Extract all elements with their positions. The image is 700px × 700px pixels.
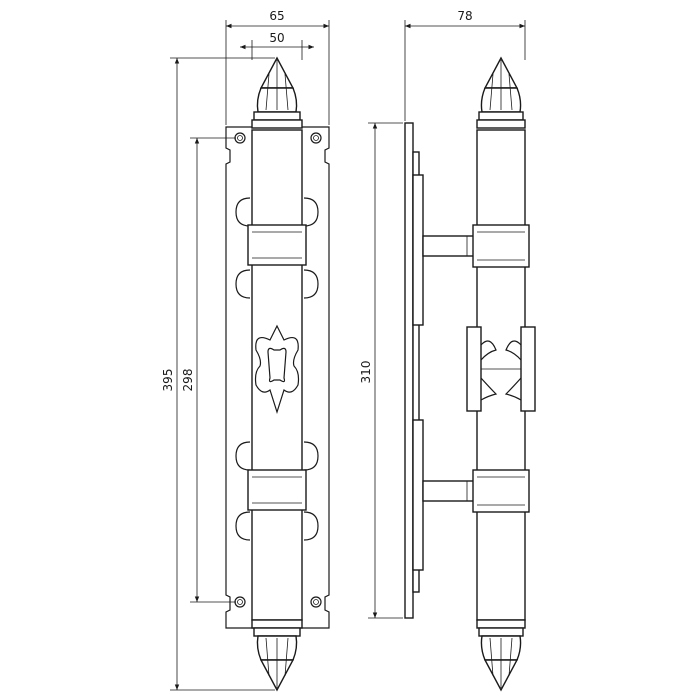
dim-50-label: 50 [269, 31, 284, 45]
front-handle-rings [247, 224, 307, 511]
side-standoffs [422, 235, 476, 502]
decorative-ovals [235, 197, 319, 541]
dim-310-label: 310 [359, 361, 373, 384]
dim-298-label: 298 [181, 369, 195, 392]
front-handle-bar [251, 129, 303, 621]
dim-395-label: 395 [161, 369, 175, 392]
side-handle-rings [472, 224, 530, 513]
front-view [225, 56, 330, 692]
front-dimensions: 65 50 395 298 [161, 9, 330, 691]
keyhole-slot [267, 347, 287, 383]
fleur-escutcheon [254, 324, 300, 414]
dim-78-label: 78 [457, 9, 472, 23]
front-bottom-finial [251, 619, 303, 692]
side-plate [404, 122, 414, 619]
side-view [404, 56, 536, 692]
front-top-finial [251, 56, 303, 129]
side-escutcheon-profile [466, 326, 536, 412]
front-back-plate [225, 126, 330, 629]
side-bottom-finial [476, 619, 526, 692]
side-dimensions: 78 310 [359, 9, 526, 619]
side-top-finial [476, 56, 526, 129]
side-handle-bar [476, 129, 526, 621]
dim-65-label: 65 [269, 9, 284, 23]
